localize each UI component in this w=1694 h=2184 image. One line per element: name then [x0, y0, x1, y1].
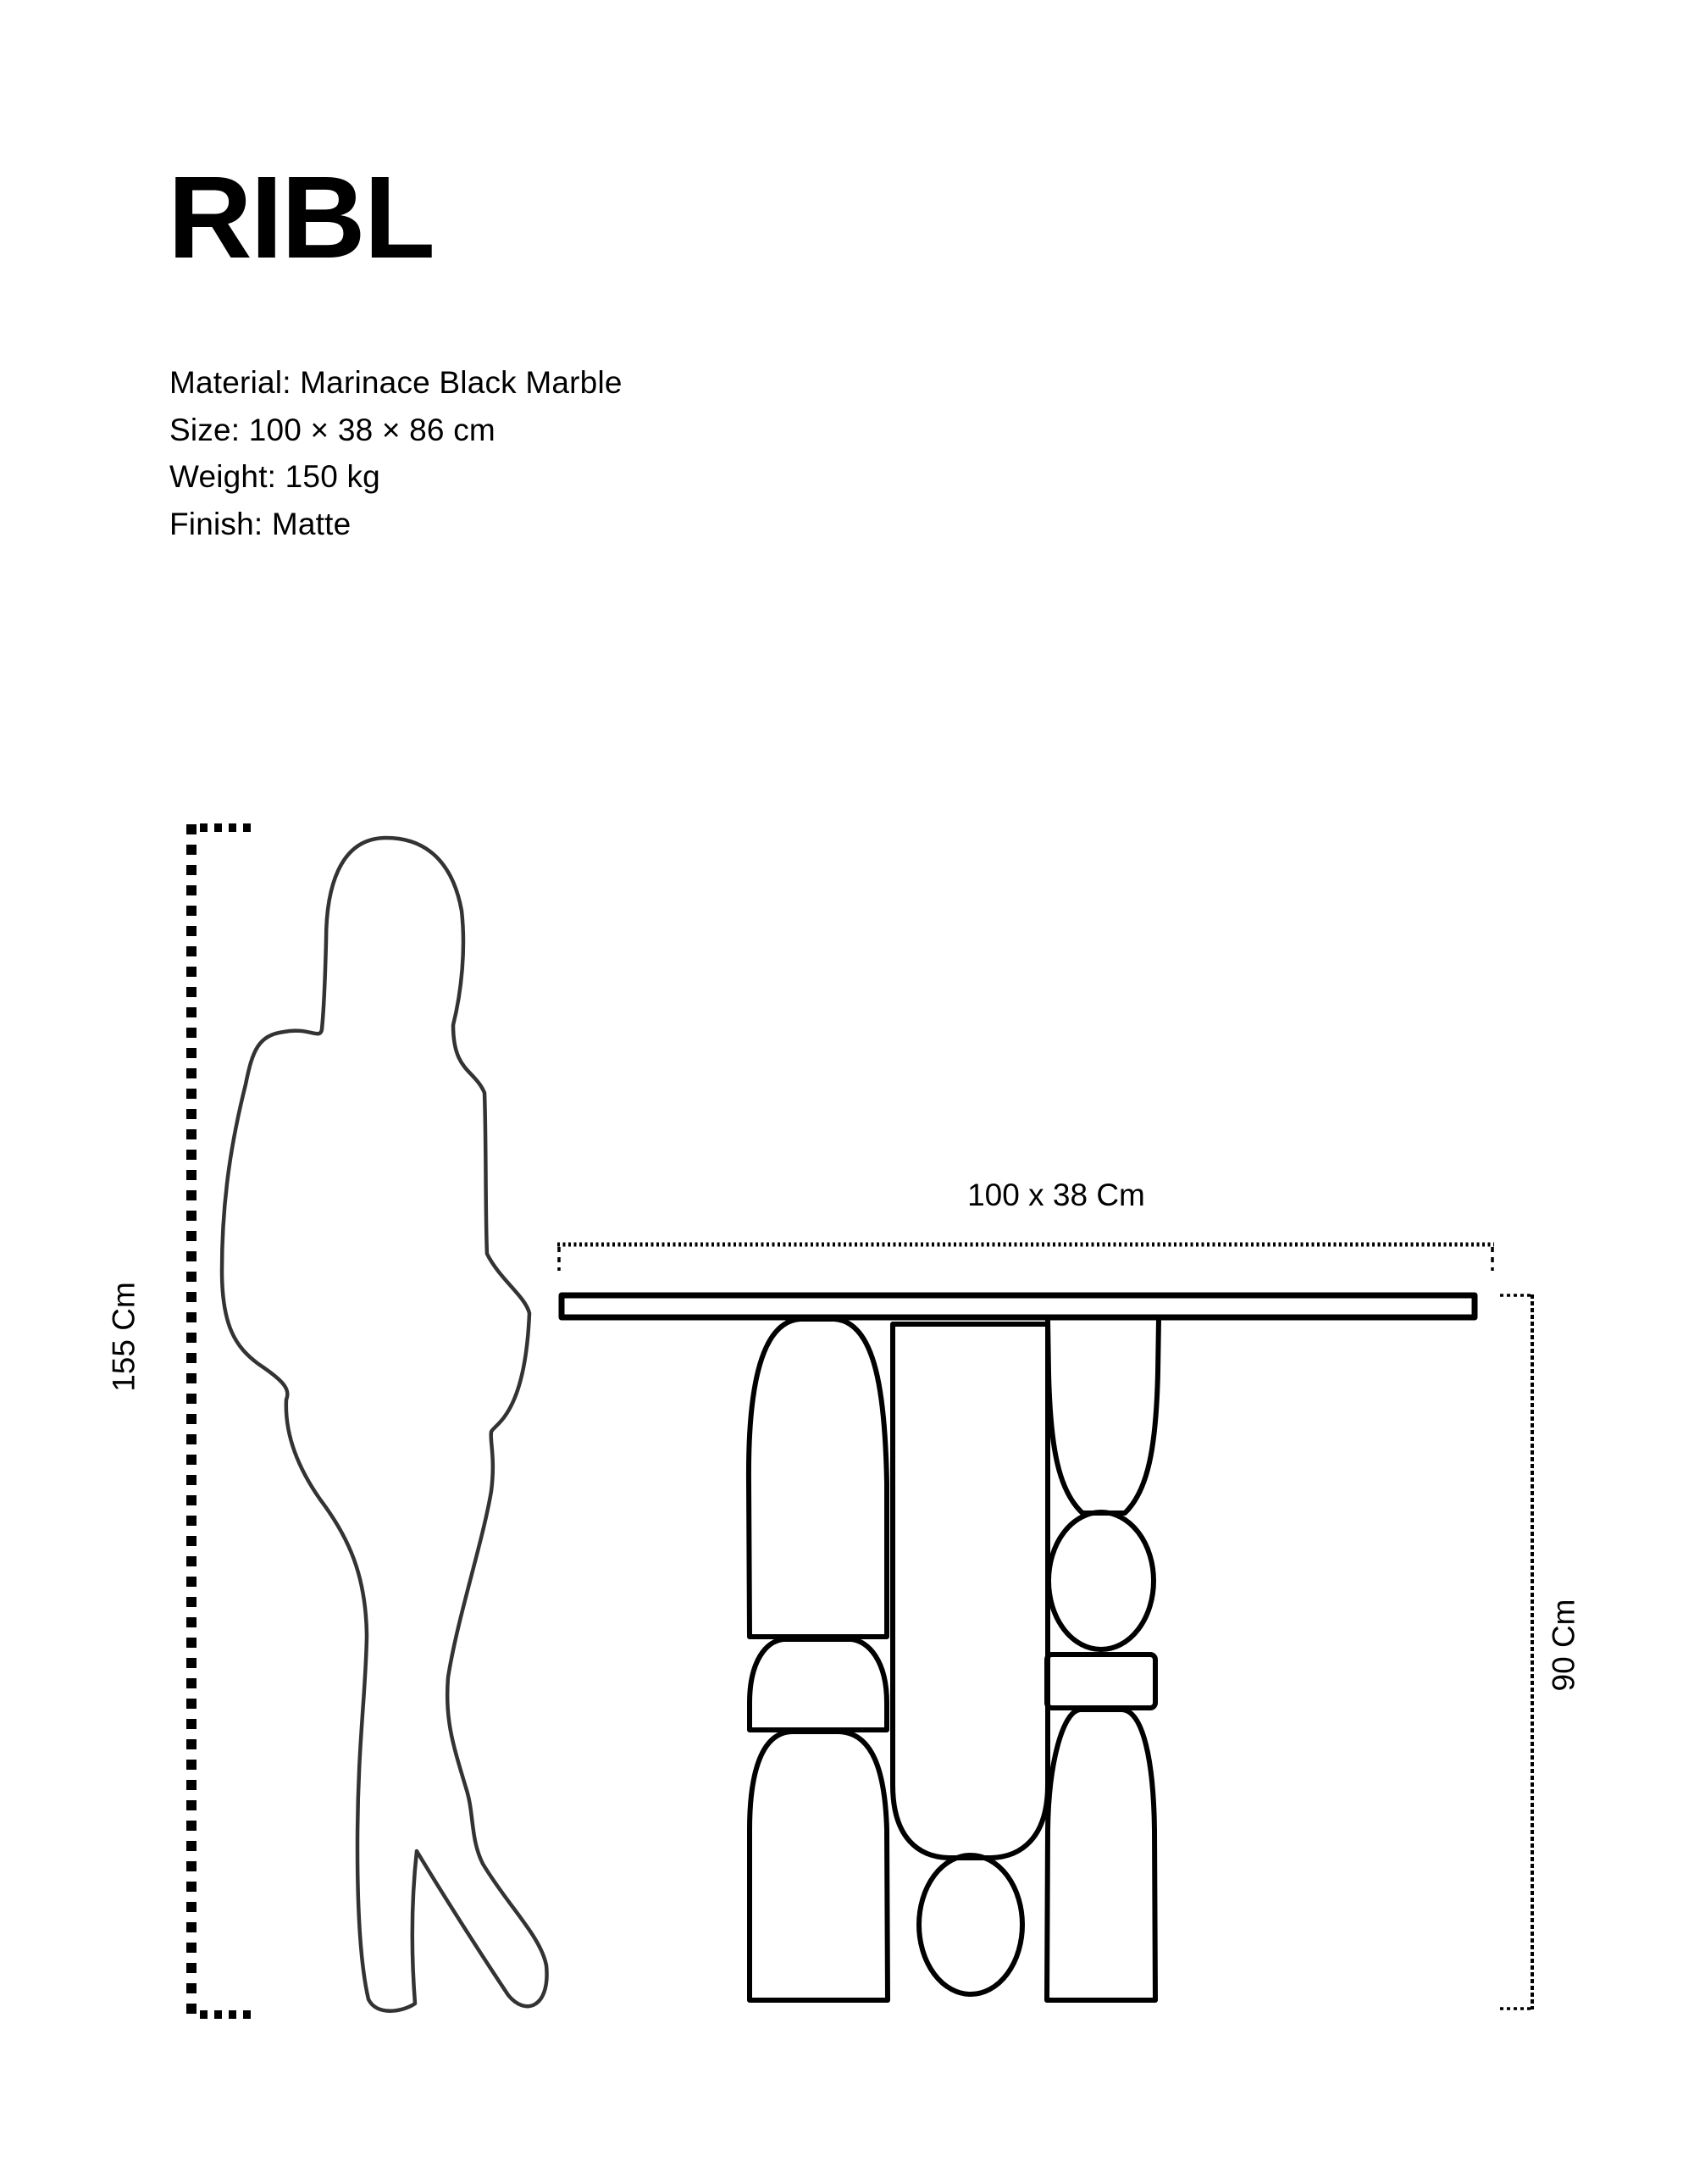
right-leg-upper	[1045, 1318, 1161, 1516]
spec-finish: Finish: Matte	[169, 506, 352, 541]
table-footprint-label: 100 x 38 Cm	[967, 1178, 1145, 1212]
console-table	[558, 1292, 1478, 2003]
product-title: RIBL	[168, 152, 435, 283]
right-leg-lower	[1044, 1707, 1158, 2003]
table-height-bracket	[1500, 1294, 1534, 2010]
right-leg-ball	[1046, 1510, 1156, 1652]
spec-weight: Weight: 150 kg	[169, 459, 380, 494]
human-silhouette-icon	[219, 835, 549, 2013]
middle-leg-ball	[916, 1853, 1025, 1997]
human-height-bracket	[186, 823, 257, 2019]
spec-material: Material: Marinace Black Marble	[169, 365, 623, 400]
left-leg-dome	[747, 1637, 889, 1732]
middle-leg-column	[890, 1322, 1050, 1860]
tabletop	[558, 1292, 1478, 1321]
human-height-label: 155 Cm	[106, 1282, 141, 1392]
spec-size: Size: 100 × 38 × 86 cm	[169, 412, 495, 447]
left-leg-lower	[747, 1729, 890, 2003]
table-height-label: 90 Cm	[1546, 1599, 1581, 1692]
spec-list: Material: Marinace Black Marble Size: 10…	[169, 359, 623, 547]
left-leg-upper	[745, 1316, 889, 1639]
right-leg-ring	[1044, 1652, 1158, 1710]
table-width-bracket	[557, 1242, 1494, 1271]
